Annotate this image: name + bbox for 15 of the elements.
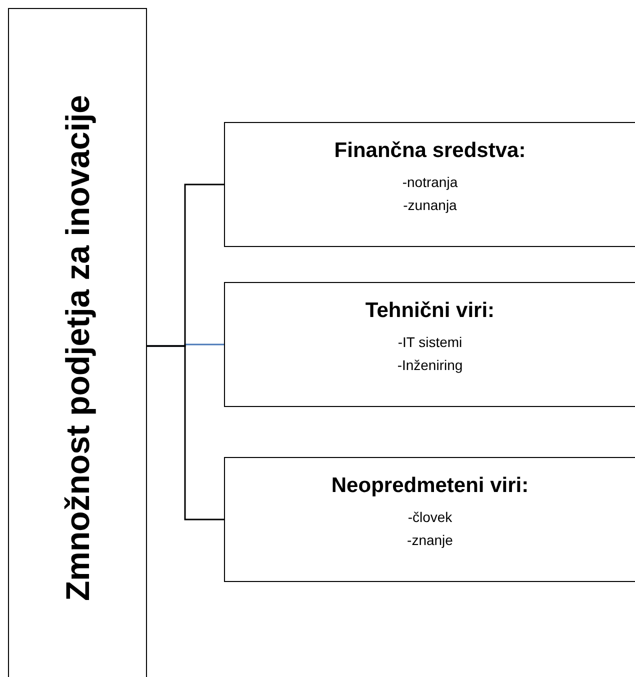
vertical-title: Zmnožnost podjetja za inovacije: [58, 94, 97, 604]
vertical-title-box: [8, 8, 147, 677]
category-heading: Tehnični viri:: [364, 299, 496, 323]
list-item: -Inženiring: [396, 356, 464, 375]
category-box: [224, 457, 635, 582]
list-item: -IT sistemi: [396, 333, 464, 352]
category-box: [224, 122, 635, 247]
list-item: -znanje: [406, 531, 454, 550]
category-heading: Neopredmeteni viri:: [330, 474, 530, 498]
list-item: -zunanja: [402, 196, 458, 215]
list-item: -človek: [406, 508, 454, 527]
list-item: -notranja: [401, 173, 459, 192]
category-heading: Finančna sredstva:: [333, 139, 527, 163]
connector-line: [147, 345, 224, 520]
category-box: [224, 282, 635, 407]
